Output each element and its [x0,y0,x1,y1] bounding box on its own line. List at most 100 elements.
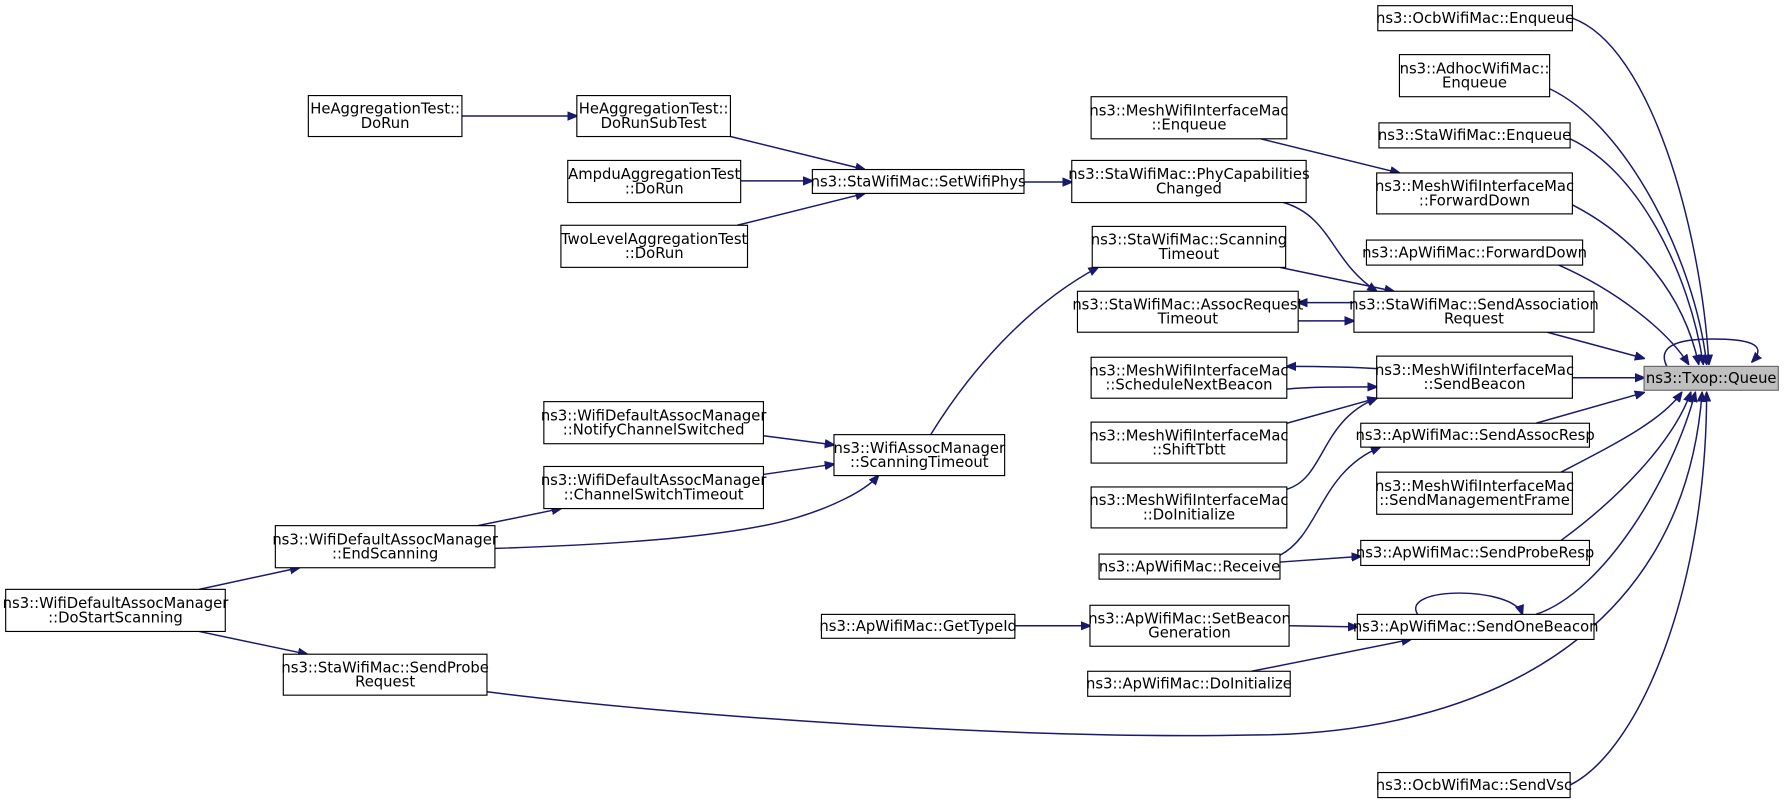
edge-n17-to-n16 [763,435,834,445]
caller-node[interactable]: ns3::MeshWifiInterfaceMac::ForwardDown [1375,172,1574,215]
node-label: ::DoRun [625,180,684,197]
edge-n15-to-n7 [1279,266,1394,291]
node-box [1377,5,1573,32]
node-label: Enqueue [1442,75,1507,92]
caller-node[interactable]: ns3::ApWifiMac::Receive [1098,553,1281,580]
edge-arrow [730,135,864,170]
caller-node[interactable]: ns3::MeshWifiInterfaceMac::SendBeacon [1375,355,1574,399]
caller-node[interactable]: ns3::MeshWifiInterfaceMac::DoInitialize [1089,486,1289,529]
node-label: ns3::MeshWifiInterfaceMac [1089,427,1288,444]
edge-arrow [1572,17,1709,364]
edge-arrow [1663,338,1758,367]
caller-node[interactable]: ns3::OcbWifiMac::Enqueue [1376,5,1574,32]
node-label: TwoLevelAggregationTest [560,231,748,248]
caller-node[interactable]: HeAggregationTest::DoRunSubTest [576,95,732,138]
caller-node[interactable]: ns3::WifiDefaultAssocManager::EndScannin… [272,525,499,569]
node-label: Generation [1148,625,1230,642]
caller-node[interactable]: ns3::MeshWifiInterfaceMac::ScheduleNextB… [1089,356,1289,399]
caller-node[interactable]: ns3::OcbWifiMac::SendVsc [1376,771,1572,799]
node-label: Changed [1156,180,1222,197]
caller-node[interactable]: ns3::WifiDefaultAssocManager::NotifyChan… [541,401,768,445]
node-box [1376,172,1573,215]
node-label: DoRun [361,115,410,132]
caller-node[interactable]: TwoLevelAggregationTest::DoRun [560,224,749,268]
node-box [1376,355,1573,399]
edge-n21-to-n22 [1287,366,1377,368]
caller-node[interactable]: ns3::ApWifiMac::SendProbeResp [1356,539,1594,567]
caller-node[interactable]: ns3::AdhocWifiMac::Enqueue [1398,54,1551,98]
node-box [1090,96,1288,140]
caller-node[interactable]: ns3::MeshWifiInterfaceMac::Enqueue [1089,96,1289,140]
node-box [1087,670,1291,697]
caller-node[interactable]: ns3::MeshWifiInterfaceMac::ShiftTbtt [1089,421,1289,464]
node-box [274,525,496,569]
edge-n32-to-n29 [1251,639,1411,673]
caller-node[interactable]: ns3::StaWifiMac::ScanningTimeout [1091,225,1287,268]
edge-arrow [486,393,1702,737]
caller-node[interactable]: ns3::WifiAssocManager::ScanningTimeout [833,434,1006,477]
node-box [1091,225,1287,268]
caller-node[interactable]: ns3::MeshWifiInterfaceMac::SendManagemen… [1375,471,1574,515]
edge-arrow [1547,331,1644,358]
edge-arrow [1558,264,1689,364]
edge-arrow [1569,138,1703,364]
edge-arrow [1260,138,1400,173]
edge-n25-to-n0 [1535,393,1644,424]
node-label: ns3::WifiDefaultAssocManager [541,472,768,489]
node-label: ns3::MeshWifiInterfaceMac [1089,492,1288,509]
root-node[interactable]: ns3::Txop::Queue [1643,365,1779,391]
edge-arrow [1286,398,1377,490]
edge-arrow [1279,266,1394,291]
caller-node[interactable]: ns3::ApWifiMac::ForwardDown [1362,239,1587,266]
caller-node[interactable]: ns3::ApWifiMac::SendOneBeacon [1353,613,1599,640]
node-label: ns3::ApWifiMac::DoInitialize [1086,676,1292,693]
edge-n16-to-n15 [930,267,1098,436]
node-label: ns3::StaWifiMac::Enqueue [1378,127,1571,144]
caller-node[interactable]: HeAggregationTest::DoRun [307,95,463,138]
edge-n23-to-n21 [1286,398,1377,424]
edge-n29-to-n0 [1535,393,1695,616]
caller-node[interactable]: AmpduAggregationTest::DoRun [567,159,742,204]
edge-n3-to-n0 [1569,138,1703,364]
node-box [1098,553,1281,580]
node-box [282,653,488,696]
edge-arrow [1572,204,1698,364]
node-label: ns3::ApWifiMac::Receive [1099,558,1280,575]
caller-node[interactable]: ns3::StaWifiMac::SetWifiPhys [811,168,1026,194]
caller-node[interactable]: ns3::WifiDefaultAssocManager::ChannelSwi… [541,465,768,510]
edge-n13-to-n9 [737,193,864,226]
edge-n34-to-n0 [1569,393,1707,786]
caller-node[interactable]: ns3::ApWifiMac::DoInitialize [1086,670,1292,697]
node-label: ::DoStartScanning [48,609,183,626]
node-box [1089,604,1290,647]
edge-arrow [737,193,864,226]
node-label: ns3::WifiDefaultAssocManager [272,531,499,548]
node-label: ns3::MeshWifiInterfaceMac [1375,478,1574,495]
node-box [1090,486,1288,529]
edge-n6-to-n0 [1558,264,1689,364]
node-label: ns3::ApWifiMac::SendAssocResp [1355,427,1594,444]
edge-n28-to-n27 [1279,556,1361,563]
node-label: ::ScheduleNextBeacon [1105,377,1272,394]
edge-arrow [1535,393,1644,424]
node-label: ns3::ApWifiMac::SendOneBeacon [1353,619,1599,636]
node-box [543,465,765,510]
edge-n5-to-n4 [1260,138,1400,173]
edge-n19-to-n16 [494,476,878,550]
caller-node[interactable]: ns3::WifiDefaultAssocManager::DoStartSca… [3,588,230,633]
edge-arrow [1287,366,1377,368]
caller-node[interactable]: ns3::StaWifiMac::Enqueue [1378,122,1571,149]
caller-node[interactable]: ns3::ApWifiMac::SendAssocResp [1355,422,1595,448]
node-box [1090,421,1288,464]
node-label: ::Enqueue [1151,117,1226,134]
caller-node[interactable]: ns3::ApWifiMac::GetTypeId [819,613,1017,639]
node-label: ns3::ApWifiMac::SetBeacon [1088,610,1291,627]
edge-arrow [1279,556,1361,563]
edge-n10-to-n9 [730,135,864,170]
node-box [833,434,1006,477]
